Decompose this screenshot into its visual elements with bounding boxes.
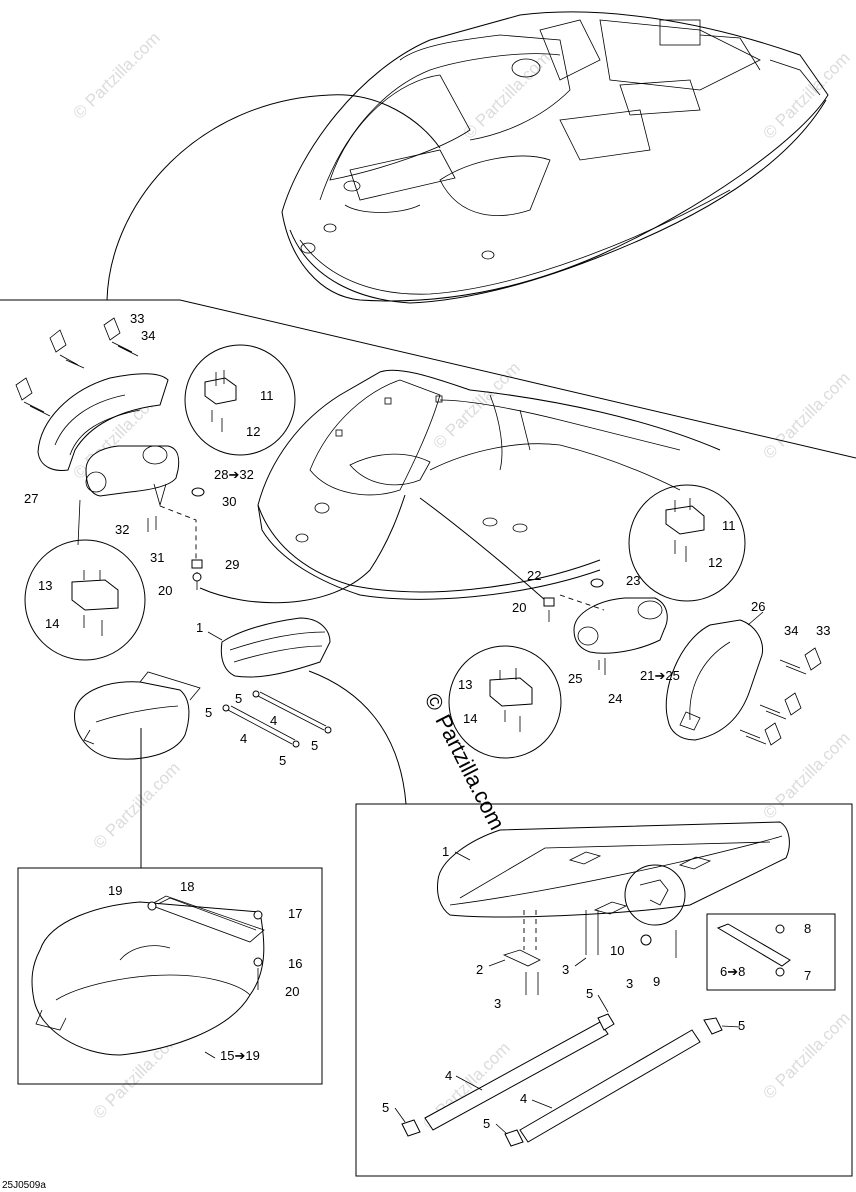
inset-box-6-8	[706, 913, 836, 991]
callout-4: 4	[445, 1068, 452, 1083]
callout-25: 25	[568, 671, 582, 686]
diagram-code: 25J0509a	[2, 1180, 46, 1191]
watermark-text: © Partzilla.com	[759, 368, 853, 462]
callout-13: 13	[38, 578, 52, 593]
callout-1: 1	[196, 620, 203, 635]
callout-11: 11	[260, 388, 274, 403]
callout-20: 20	[285, 984, 299, 999]
callout-3: 3	[562, 962, 569, 977]
callout-5: 5	[311, 738, 318, 753]
callout-19: 19	[108, 883, 122, 898]
callout-8: 8	[804, 921, 811, 936]
callout-32: 32	[115, 522, 129, 537]
callout-31: 31	[150, 550, 164, 565]
callout-3: 3	[494, 996, 501, 1011]
callout-12: 12	[246, 424, 260, 439]
callout-28-32: 28➔32	[214, 467, 254, 482]
callout-10: 10	[610, 943, 624, 958]
callout-27: 27	[24, 491, 38, 506]
callout-33: 33	[816, 623, 830, 638]
callout-22: 22	[527, 568, 541, 583]
leader-line	[419, 497, 546, 601]
callout-5: 5	[586, 986, 593, 1001]
boat-overview-top	[281, 11, 829, 304]
callout-3: 3	[626, 976, 633, 991]
detail-circle-11-12-right	[628, 484, 746, 602]
leader-line	[308, 670, 407, 805]
leader-line	[77, 499, 81, 546]
detail-box-cushion-rods	[355, 803, 853, 1177]
callout-2: 2	[476, 962, 483, 977]
callout-17: 17	[288, 906, 302, 921]
boat-interior-middle	[257, 369, 721, 600]
detail-circle-13-14-left	[24, 539, 146, 661]
callout-12: 12	[708, 555, 722, 570]
detail-circle-11-12-left	[184, 344, 296, 456]
callout-5: 5	[382, 1100, 389, 1115]
watermark-text: © Partzilla.com	[89, 758, 183, 852]
callout-20: 20	[158, 583, 172, 598]
callout-leaders	[204, 611, 764, 1135]
callout-11: 11	[722, 518, 736, 533]
callout-20: 20	[512, 600, 526, 615]
callout-5: 5	[205, 705, 212, 720]
leader-line	[106, 94, 441, 301]
callout-29: 29	[225, 557, 239, 572]
callout-5: 5	[483, 1116, 490, 1131]
callout-23: 23	[626, 573, 640, 588]
right-backrest	[665, 619, 822, 746]
watermark-text: © Partzilla.com	[429, 358, 523, 452]
callout-34: 34	[141, 328, 155, 343]
right-armrest	[573, 597, 668, 654]
callout-26: 26	[751, 599, 765, 614]
rods-bottom	[401, 1013, 723, 1147]
callout-5: 5	[279, 753, 286, 768]
detail-box-seat	[17, 867, 323, 1085]
callout-24: 24	[608, 691, 622, 706]
watermark-text: © Partzilla.com	[759, 728, 853, 822]
callout-15-19: 15➔19	[220, 1048, 260, 1063]
callout-18: 18	[180, 879, 194, 894]
rods-top	[222, 690, 332, 748]
watermark-text: © Partzilla.com	[759, 48, 853, 142]
callout-14: 14	[463, 711, 477, 726]
callout-4: 4	[240, 731, 247, 746]
callout-14: 14	[45, 616, 59, 631]
callout-5: 5	[738, 1018, 745, 1033]
callout-9: 9	[653, 974, 660, 989]
callout-7: 7	[804, 968, 811, 983]
callout-16: 16	[288, 956, 302, 971]
callout-13: 13	[458, 677, 472, 692]
detail-circle-13-14-right	[448, 645, 562, 759]
watermark-main-text: Partzilla.com	[430, 710, 509, 834]
watermark-text: © Partzilla.com	[759, 1008, 853, 1102]
left-backrest	[15, 317, 169, 471]
callout-labels: 33 34 27 11 12 28➔32 30 32 31 29 20 13 1…	[24, 311, 830, 1131]
left-armrest	[85, 445, 180, 507]
left-fasteners	[147, 487, 205, 590]
storage-seat-left	[74, 671, 201, 760]
callout-33: 33	[130, 311, 144, 326]
section-outline	[0, 299, 856, 459]
seat-cushion-small	[220, 617, 331, 678]
callout-5: 5	[235, 691, 242, 706]
callout-34: 34	[784, 623, 798, 638]
callout-21-25: 21➔25	[640, 668, 680, 683]
callout-30: 30	[222, 494, 236, 509]
watermark-text: © Partzilla.com	[69, 28, 163, 122]
right-fasteners	[543, 578, 606, 675]
callout-4: 4	[520, 1091, 527, 1106]
leader-line	[199, 494, 406, 604]
watermark-text: © Partzilla.com	[459, 48, 553, 142]
callout-1: 1	[442, 844, 449, 859]
watermark-copyright: ©	[420, 689, 450, 715]
callout-6-8: 6➔8	[720, 964, 745, 979]
callout-4: 4	[270, 713, 277, 728]
